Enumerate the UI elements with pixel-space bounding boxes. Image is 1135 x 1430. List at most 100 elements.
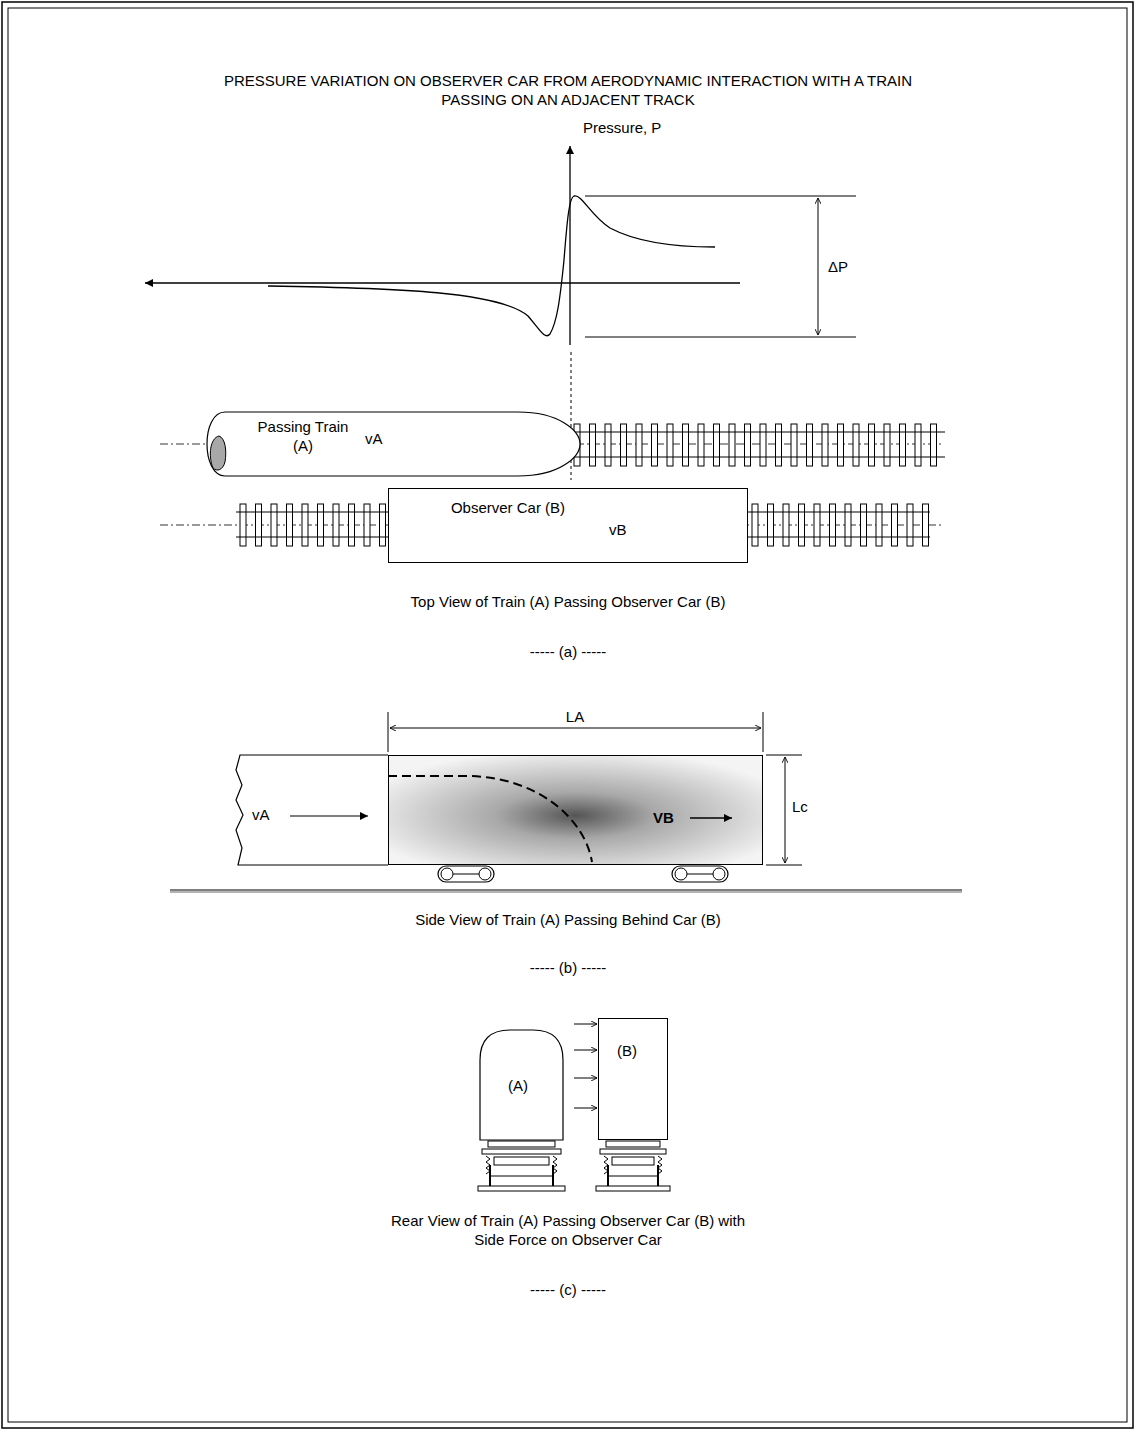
bogie-frame bbox=[438, 866, 494, 882]
track-tie bbox=[923, 504, 929, 546]
track-tie bbox=[799, 504, 805, 546]
pressure-axis bbox=[569, 146, 570, 345]
frame-inner bbox=[8, 8, 1127, 1422]
rail bbox=[748, 511, 930, 512]
observer-car: Observer Car (B) vB bbox=[388, 488, 748, 563]
height-dimension bbox=[785, 757, 786, 863]
track-tie bbox=[907, 504, 913, 546]
force-arrow bbox=[574, 1050, 597, 1051]
wheel bbox=[675, 868, 687, 880]
axle bbox=[490, 1176, 553, 1177]
extension-line bbox=[585, 337, 856, 338]
track-tie bbox=[621, 424, 627, 466]
suspension bbox=[596, 1141, 670, 1191]
track-tie bbox=[271, 504, 277, 546]
track-tie bbox=[783, 504, 789, 546]
track-tie bbox=[884, 424, 890, 466]
dimension-label: ΔP bbox=[828, 257, 848, 276]
extension-line bbox=[766, 755, 802, 756]
figure-number: ----- (b) ----- bbox=[268, 958, 868, 977]
spring-plank bbox=[482, 1149, 561, 1154]
track-tie bbox=[776, 424, 782, 466]
track-tie bbox=[590, 424, 596, 466]
diagram-title: PRESSURE VARIATION ON OBSERVER CAR FROM … bbox=[208, 71, 928, 109]
velocity-label: vA bbox=[365, 429, 383, 448]
dimension-label: LA bbox=[275, 707, 875, 726]
track-tie bbox=[302, 504, 308, 546]
view-caption: Side View of Train (A) Passing Behind Ca… bbox=[268, 910, 868, 929]
track-tie bbox=[698, 424, 704, 466]
suspension bbox=[478, 1141, 565, 1191]
force-arrow bbox=[574, 1108, 597, 1109]
rail bbox=[748, 536, 930, 537]
wheel bbox=[479, 868, 491, 880]
track-tie bbox=[822, 424, 828, 466]
bogie bbox=[672, 866, 728, 882]
track-tie bbox=[931, 424, 937, 466]
rail bbox=[236, 536, 388, 537]
dimension-label: Lc bbox=[792, 797, 808, 816]
extension-line bbox=[585, 196, 856, 197]
node-label: Passing Train (A) bbox=[247, 417, 359, 455]
rail-base bbox=[596, 1186, 670, 1191]
rail-base bbox=[478, 1186, 565, 1191]
extension-line bbox=[763, 712, 764, 752]
track-tie bbox=[830, 504, 836, 546]
pressure-front-line bbox=[388, 776, 592, 862]
train-body bbox=[207, 412, 580, 476]
side-frame bbox=[612, 1157, 654, 1165]
track-tie bbox=[892, 504, 898, 546]
track-tie bbox=[845, 504, 851, 546]
spring-plank bbox=[600, 1149, 666, 1154]
track-tie bbox=[876, 504, 882, 546]
passing-train: Passing Train (A) vA bbox=[207, 412, 580, 476]
track-tie bbox=[900, 424, 906, 466]
track-tie bbox=[838, 424, 844, 466]
rail bbox=[570, 456, 945, 457]
track-tie bbox=[760, 424, 766, 466]
track-tie bbox=[768, 504, 774, 546]
passing-train-body bbox=[236, 755, 388, 865]
track-tie bbox=[853, 424, 859, 466]
track-tie bbox=[791, 424, 797, 466]
bolster bbox=[606, 1141, 660, 1147]
figure-number: ----- (c) ----- bbox=[268, 1280, 868, 1299]
track-ties bbox=[574, 424, 937, 466]
track-tie bbox=[605, 424, 611, 466]
side-frame bbox=[494, 1157, 549, 1165]
undercarriage bbox=[478, 1141, 670, 1191]
train-rear: (A) bbox=[480, 1030, 563, 1140]
axle-link bbox=[453, 874, 479, 875]
view-caption: Rear View of Train (A) Passing Observer … bbox=[378, 1211, 758, 1249]
side-force-arrows bbox=[574, 1024, 597, 1108]
force-arrow bbox=[574, 1024, 597, 1025]
track-tie bbox=[729, 424, 735, 466]
pressure-shading bbox=[388, 755, 763, 865]
track-tie bbox=[318, 504, 324, 546]
track-tie bbox=[915, 424, 921, 466]
wheel bbox=[713, 868, 725, 880]
ground-line bbox=[170, 892, 962, 893]
track-tie bbox=[256, 504, 262, 546]
observer-car-side: VB bbox=[388, 755, 763, 865]
pressure-curve bbox=[268, 196, 715, 336]
node-label: (A) bbox=[508, 1076, 528, 1095]
extension-line bbox=[388, 712, 389, 752]
track-tie bbox=[287, 504, 293, 546]
velocity-label: vA bbox=[252, 805, 270, 824]
extension-line bbox=[766, 865, 802, 866]
track-tie bbox=[745, 424, 751, 466]
bogie bbox=[438, 866, 494, 882]
ground-line bbox=[170, 889, 962, 890]
node-label: Observer Car (B) bbox=[445, 498, 571, 517]
velocity-arrow bbox=[290, 815, 368, 816]
velocity-label: vB bbox=[609, 520, 627, 539]
node-label: (B) bbox=[617, 1041, 637, 1060]
track-tie bbox=[807, 424, 813, 466]
rail bbox=[570, 431, 945, 432]
view-caption: Top View of Train (A) Passing Observer C… bbox=[268, 592, 868, 611]
observer-car-rear: (B) bbox=[598, 1018, 668, 1140]
track-tie bbox=[652, 424, 658, 466]
track-tie bbox=[683, 424, 689, 466]
track-tie bbox=[861, 504, 867, 546]
